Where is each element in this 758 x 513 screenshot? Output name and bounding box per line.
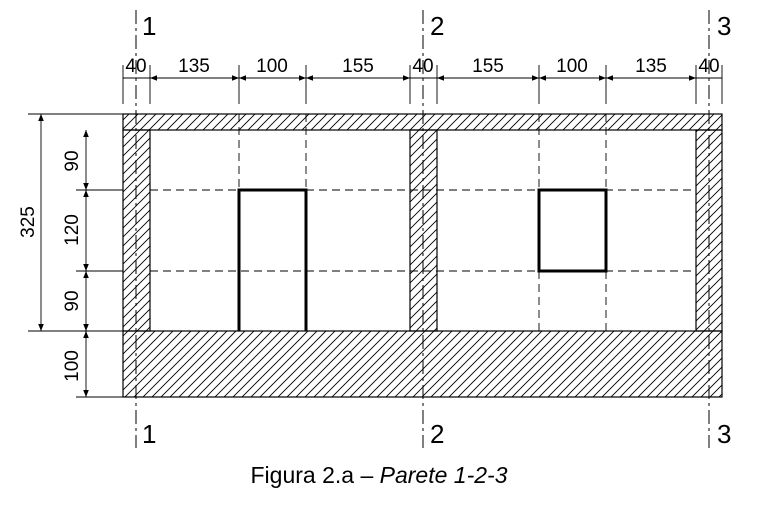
vertical-dimension-chain: 325 90 120 90 100 bbox=[18, 113, 123, 398]
v-dim-label: 90 bbox=[62, 150, 83, 171]
h-dim-label: 40 bbox=[698, 56, 719, 77]
v-dim-label: 100 bbox=[62, 350, 83, 382]
caption-title: Parete 1-2-3 bbox=[379, 462, 508, 488]
axis-label-bottom: 1 bbox=[142, 419, 156, 449]
axis-label-top: 3 bbox=[717, 11, 731, 41]
h-dim-label: 40 bbox=[125, 56, 146, 77]
axis-label-bottom: 2 bbox=[430, 419, 444, 449]
caption-prefix: Figura 2.a – bbox=[250, 462, 380, 488]
door-opening bbox=[237, 188, 308, 331]
axis-label-top: 1 bbox=[142, 11, 156, 41]
h-dim-label: 155 bbox=[342, 56, 374, 77]
figure-caption: Figura 2.a – Parete 1-2-3 bbox=[0, 462, 758, 489]
h-dim-label: 135 bbox=[635, 56, 667, 77]
h-dim-label: 135 bbox=[178, 56, 210, 77]
axis-label-bottom: 3 bbox=[717, 419, 731, 449]
h-dim-label: 155 bbox=[472, 56, 504, 77]
v-dim-total-label: 325 bbox=[18, 206, 39, 238]
axis-labels: 1 2 3 1 2 3 bbox=[142, 11, 731, 449]
horizontal-dimension-chain: 40 135 100 155 40 155 100 135 40 bbox=[122, 56, 723, 104]
v-dim-label: 90 bbox=[62, 290, 83, 311]
axis-label-top: 2 bbox=[430, 11, 444, 41]
window-opening bbox=[537, 188, 608, 273]
h-dim-label: 100 bbox=[256, 56, 288, 77]
axis-lines bbox=[135, 10, 710, 448]
v-dim-label: 120 bbox=[62, 214, 83, 246]
h-dim-label: 100 bbox=[556, 56, 588, 77]
h-dim-label: 40 bbox=[412, 56, 433, 77]
